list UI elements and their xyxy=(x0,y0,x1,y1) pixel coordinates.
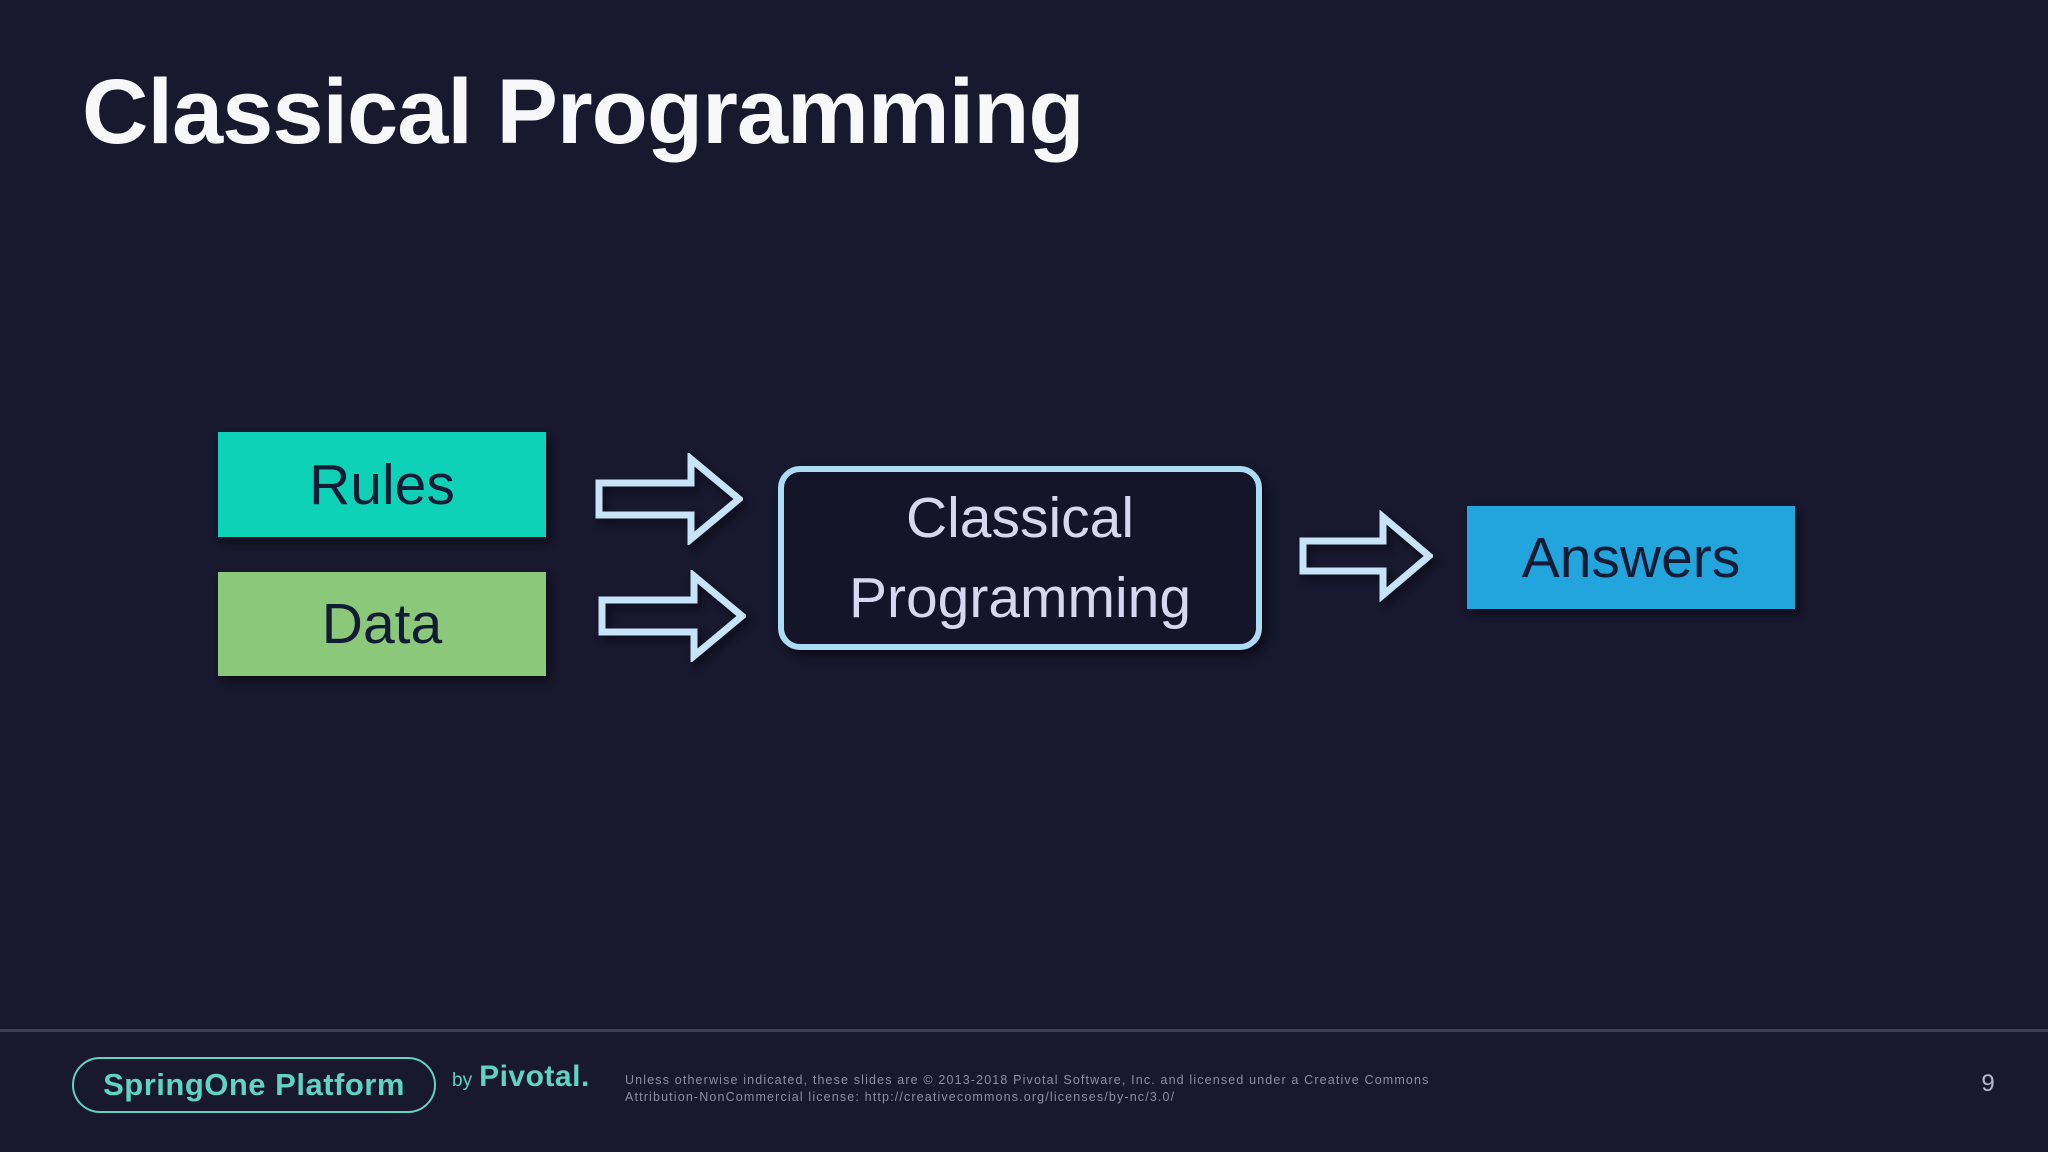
byline: by Pivotal. xyxy=(452,1060,590,1094)
answers-label: Answers xyxy=(1521,525,1741,590)
rules-label: Rules xyxy=(309,452,455,517)
rules-box: Rules xyxy=(218,432,546,537)
process-label-line1: Classical xyxy=(905,486,1135,550)
data-box: Data xyxy=(218,572,546,676)
springone-platform-logo: SpringOne Platform xyxy=(72,1057,436,1113)
footer-divider xyxy=(0,1029,2048,1032)
license-text: Unless otherwise indicated, these slides… xyxy=(625,1072,1430,1105)
answers-box: Answers xyxy=(1467,506,1795,609)
pivotal-wordmark: Pivotal. xyxy=(479,1060,590,1093)
process-box: Classical Programming xyxy=(778,466,1262,650)
data-label: Data xyxy=(321,592,443,656)
license-line-1: Unless otherwise indicated, these slides… xyxy=(625,1073,1430,1087)
page-number: 9 xyxy=(1981,1070,1995,1097)
byline-prefix: by xyxy=(452,1070,473,1091)
rules-arrow-right-icon xyxy=(595,453,743,545)
springone-platform-logo-label: SpringOne Platform xyxy=(103,1067,405,1102)
data-arrow-right-icon xyxy=(598,570,746,662)
license-line-2: Attribution-NonCommercial license: http:… xyxy=(625,1089,1176,1104)
process-label-line2: Programming xyxy=(848,566,1192,630)
answers-arrow-right-icon xyxy=(1299,510,1433,602)
slide-title: Classical Programming xyxy=(82,61,1085,163)
